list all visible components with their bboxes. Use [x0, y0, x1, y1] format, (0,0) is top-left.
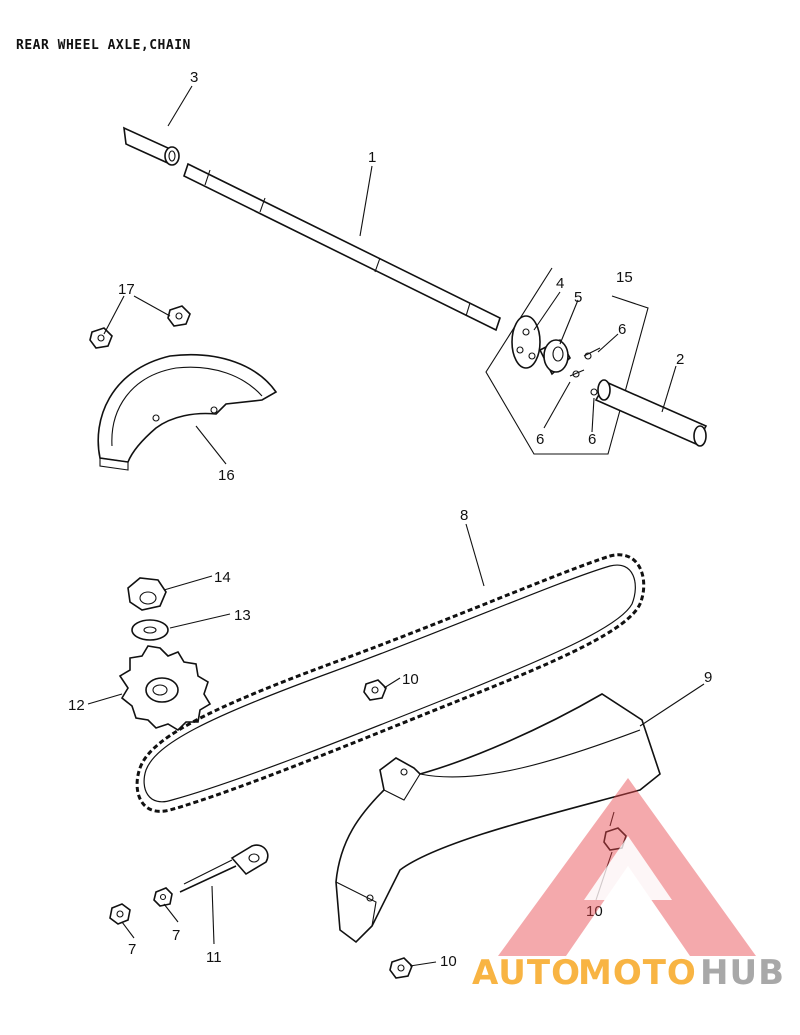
callout-9: 9	[704, 669, 712, 686]
callout-10-lower: 10	[440, 953, 457, 970]
callout-5: 5	[574, 289, 582, 306]
callout-4: 4	[556, 275, 564, 292]
callout-13: 13	[234, 607, 251, 624]
automotohub-watermark: AUTO MOTO HUB	[472, 778, 785, 993]
drive-chain-part-8	[135, 553, 646, 813]
callout-11: 11	[206, 949, 222, 966]
leader-lines	[87, 85, 705, 967]
callout-17: 17	[118, 281, 135, 298]
bolt-part-10-lower	[389, 957, 413, 979]
callout-10-center: 10	[402, 671, 419, 688]
watermark-moto: MOTO	[578, 953, 697, 993]
bushing-part-3	[123, 126, 180, 166]
callout-2: 2	[676, 351, 684, 368]
callout-7-right: 7	[172, 927, 180, 944]
nut-part-17	[89, 305, 191, 349]
callout-1: 1	[368, 149, 376, 166]
nut-part-14	[127, 577, 167, 611]
right-shaft-part-2	[594, 379, 708, 447]
callout-14: 14	[214, 569, 231, 586]
callout-8: 8	[460, 507, 468, 524]
hub-assembly-part-15	[485, 267, 649, 455]
callout-6-lower-left: 6	[536, 431, 544, 448]
callout-7-left: 7	[128, 941, 136, 958]
callout-numbers: 3 1 2 17 16 4 5 15 6 6 6 8 14 13 12 10 9…	[68, 69, 712, 970]
sprocket-part-12	[118, 645, 212, 732]
callout-3: 3	[190, 69, 198, 86]
callout-12: 12	[68, 697, 85, 714]
nut-part-7	[109, 887, 173, 925]
chain-adjuster-part-11	[179, 844, 269, 893]
rear-axle-part-1	[183, 162, 501, 332]
chain-guard-part-16	[97, 353, 278, 471]
callout-15: 15	[616, 269, 633, 286]
watermark-hub: HUB	[700, 953, 785, 993]
callout-6-lower-right: 6	[588, 431, 596, 448]
bolt-part-10-center	[363, 679, 387, 701]
callout-6-upper: 6	[618, 321, 626, 338]
callout-10-guard: 10	[586, 903, 603, 920]
chain-guard-part-9	[335, 693, 661, 944]
callout-16: 16	[218, 467, 235, 484]
washer-part-13	[131, 619, 169, 641]
diagram-title: REAR WHEEL AXLE,CHAIN	[16, 38, 191, 53]
watermark-auto: AUTO	[472, 953, 581, 993]
